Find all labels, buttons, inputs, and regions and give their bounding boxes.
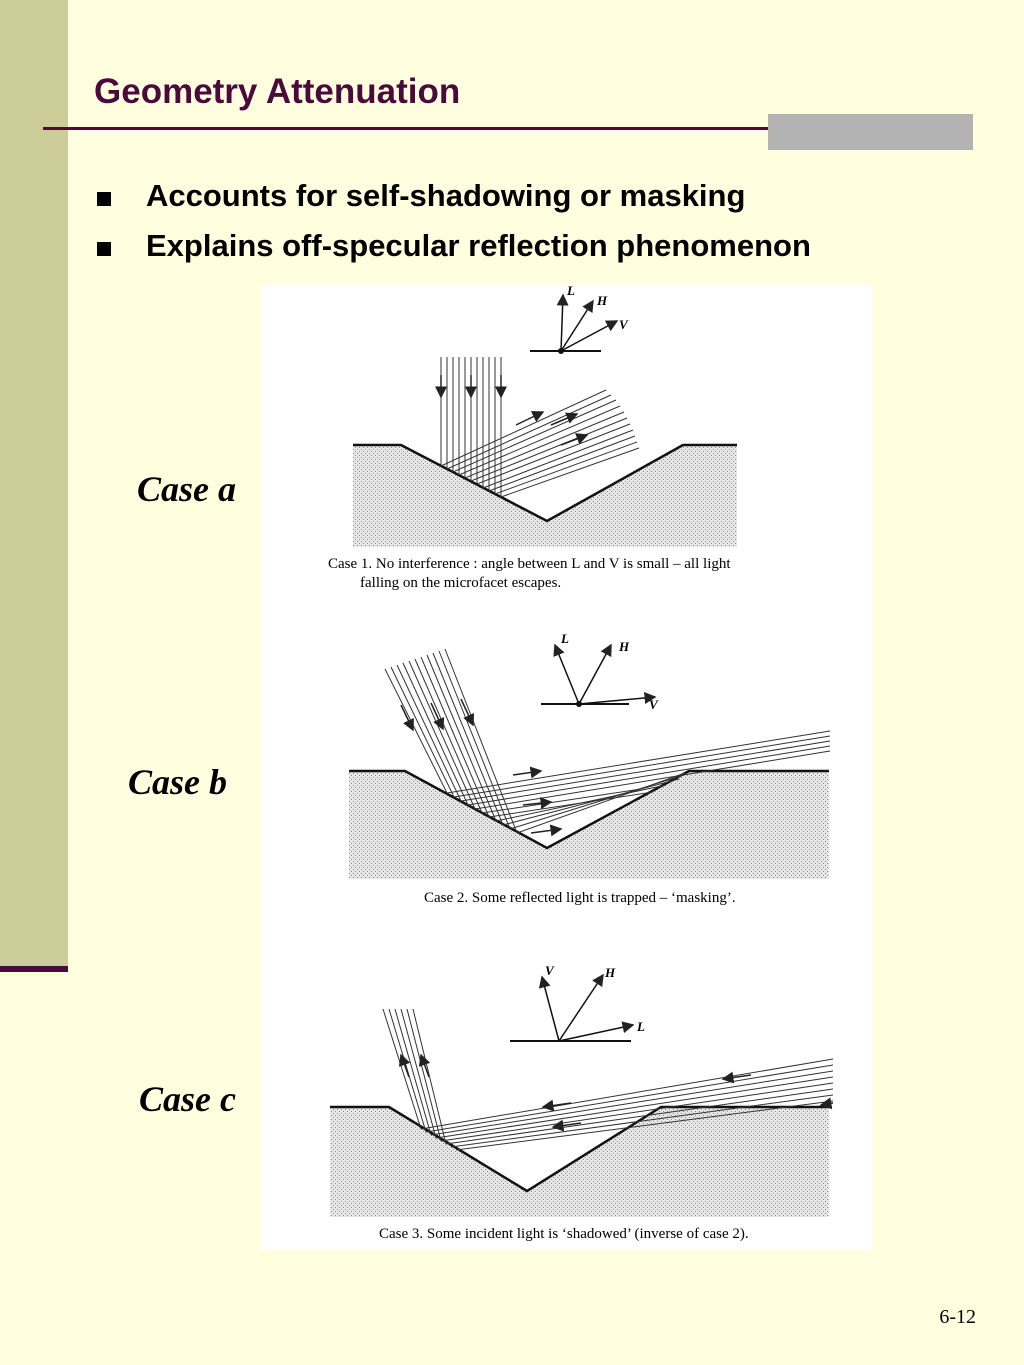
bullet-item: Accounts for self-shadowing or masking — [94, 178, 811, 228]
bullet-list: Accounts for self-shadowing or masking E… — [94, 178, 811, 278]
vector-label: V — [545, 963, 555, 978]
vector-label: V — [649, 697, 659, 712]
case-c-label: Case c — [139, 1079, 236, 1119]
bullet-text: Explains off-specular reflection phenome… — [146, 228, 811, 263]
case-2-diagram: L H V — [349, 631, 831, 879]
case-b-label: Case b — [128, 762, 227, 802]
title-underline — [43, 127, 973, 130]
case-3-caption: Case 3. Some incident light is ‘shadowed… — [379, 1226, 749, 1242]
left-sidebar-band — [0, 0, 68, 968]
bullet-text: Accounts for self-shadowing or masking — [146, 178, 746, 213]
vector-diagram-2: L H V — [541, 631, 659, 712]
vector-label: H — [604, 965, 616, 980]
vector-label: H — [618, 639, 630, 654]
title-accent-block — [768, 114, 973, 150]
vector-diagram-3: V H L — [510, 963, 645, 1042]
microfacet-figure: L H V — [261, 285, 872, 1250]
bullet-item: Explains off-specular reflection phenome… — [94, 228, 811, 278]
case-1-diagram: L H V — [353, 285, 737, 547]
sidebar-accent-line — [0, 966, 68, 972]
square-bullet-icon — [97, 192, 111, 206]
case-1-caption-line-1: Case 1. No interference : angle between … — [328, 556, 731, 572]
vector-label: L — [636, 1019, 645, 1034]
surface-groove — [353, 445, 737, 547]
surface-groove — [330, 1107, 829, 1217]
vector-label: L — [560, 631, 569, 646]
case-1-caption-line-2: falling on the microfacet escapes. — [360, 575, 561, 591]
vector-label: H — [596, 293, 608, 308]
case-2-caption: Case 2. Some reflected light is trapped … — [424, 890, 736, 906]
vector-diagram-1: L H V — [530, 285, 629, 354]
square-bullet-icon — [97, 242, 111, 256]
vector-label: V — [619, 317, 629, 332]
case-3-diagram: V H L — [330, 963, 834, 1217]
slide-number: 6-12 — [939, 1306, 976, 1328]
case-a-label: Case a — [137, 469, 236, 509]
slide-title: Geometry Attenuation — [94, 72, 461, 111]
surface-groove — [349, 771, 829, 879]
microfacet-diagram: L H V — [328, 285, 834, 1242]
vector-label: L — [566, 285, 575, 298]
